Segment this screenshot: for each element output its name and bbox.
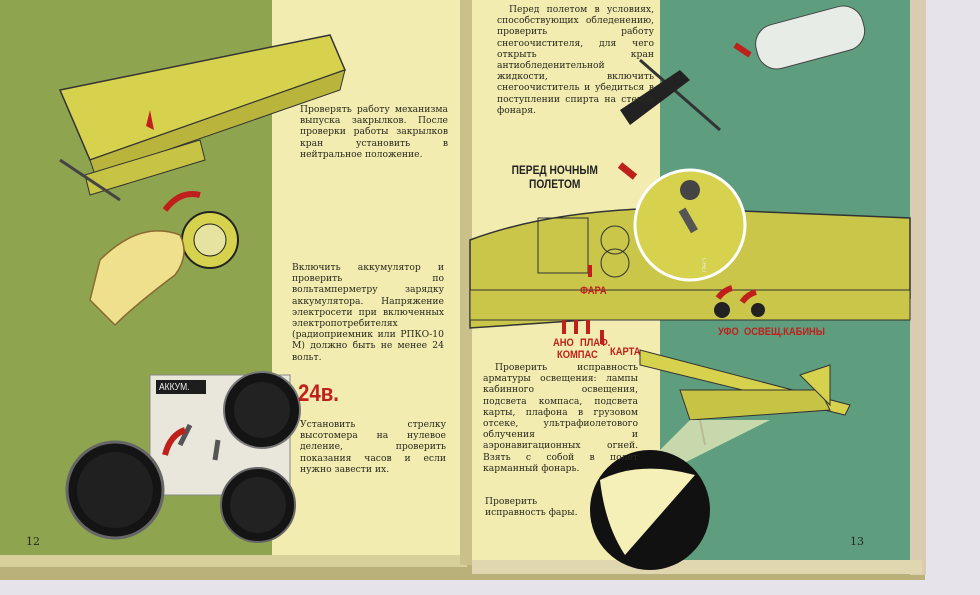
flaps-instruction: Проверять работу механизма выпуска закры… [300,104,448,160]
instrument-panel-illustration [469,162,911,344]
hand-crank-illustration [89,191,239,327]
label-ano: АНО [553,337,574,349]
wing-flaps-illustration [58,34,347,202]
label-ufo: УФО [718,326,739,338]
label-sneg: СНЕГ [700,258,706,274]
page-number-left: 12 [26,535,40,548]
battery-panel-illustration [65,371,301,543]
battery-instruction: Включить аккумулятор и проверить по воль… [292,262,444,363]
headlight-instruction: Проверить исправность фары. [485,496,578,519]
voltage-label: 24в. [298,380,339,407]
label-fara: ФАРА [580,285,607,297]
label-kompas: КОМПАС [557,349,598,361]
label-plaf: ПЛАФ. [580,337,611,349]
page-number-right: 13 [850,535,864,548]
night-flight-heading: ПЕРЕД НОЧНЫМ ПОЛЕТОМ [511,163,598,191]
label-osvesch: ОСВЕЩ.КАБИНЫ [744,326,825,338]
lighting-instruction: Проверить исправность арматуры освещения… [483,362,638,474]
label-karta: КАРТА [610,346,641,358]
deicer-illustration [620,5,866,132]
airplane-illustration [590,349,851,570]
deicing-instruction: Перед полетом в условиях, способствующих… [497,4,654,116]
altimeter-instruction: Установить стрелку высотомера на нулевое… [300,419,446,475]
battery-switch-label: АККУМ. [159,382,190,393]
